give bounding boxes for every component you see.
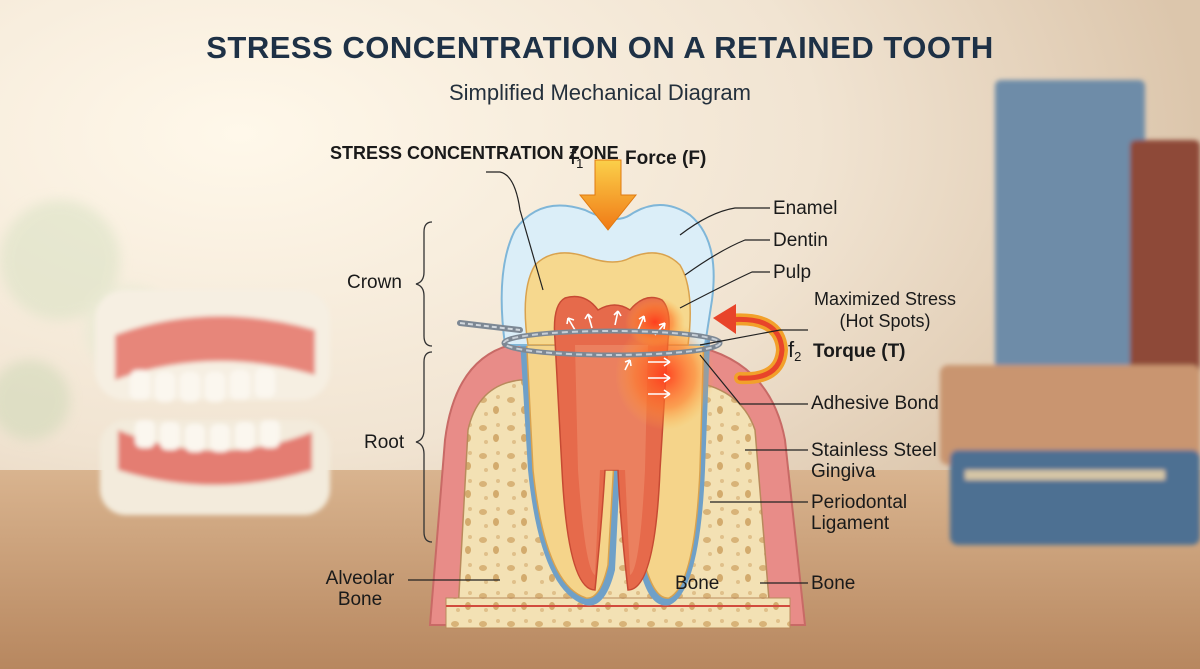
gingiva-label: Gingiva	[811, 461, 876, 482]
stainless-steel-label: Stainless Steel	[811, 440, 937, 461]
pulp-label: Pulp	[773, 262, 812, 283]
bone-inner-label: Bone	[675, 573, 720, 594]
alveolar-bone-label: Bone	[337, 589, 383, 610]
page-subtitle: Simplified Mechanical Diagram	[448, 80, 751, 105]
torque-label: Torque (T)	[813, 341, 906, 362]
brackets	[415, 221, 433, 543]
leader-lines	[408, 171, 808, 584]
crown-label: Crown	[347, 272, 402, 293]
page-title: STRESS CONCENTRATION ON A RETAINED TOOTH	[206, 30, 994, 65]
f1-symbol: f1	[570, 144, 584, 172]
stainless-steel-wire	[457, 320, 723, 358]
books	[940, 80, 1200, 545]
force-label: Force (F)	[625, 148, 707, 169]
bone-base	[445, 597, 791, 629]
denture-model	[95, 290, 330, 515]
root-label: Root	[364, 432, 405, 453]
stress-concentration-zone-label: STRESS CONCENTRATION ZONE	[330, 143, 619, 163]
periodontal-label: Periodontal	[811, 492, 908, 513]
dentin-label: Dentin	[773, 230, 828, 251]
max-stress-label: Maximized Stress	[813, 289, 957, 309]
torque-arrow	[713, 304, 789, 385]
alveolar-label: Alveolar	[325, 568, 395, 589]
force-arrow	[578, 159, 638, 231]
ligament-label: Ligament	[811, 513, 890, 534]
bone-right-label: Bone	[811, 573, 856, 594]
stress-arrows	[566, 310, 671, 399]
adhesive-bond-label: Adhesive Bond	[811, 393, 939, 414]
hot-spots-label: (Hot Spots)	[839, 311, 931, 331]
f2-symbol: f2	[788, 337, 802, 365]
enamel-label: Enamel	[773, 198, 838, 219]
